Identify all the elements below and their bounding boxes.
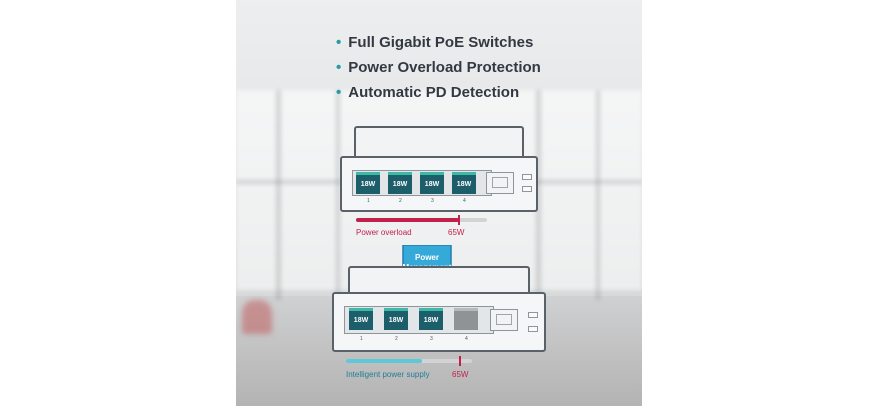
top-switch-lid [354, 126, 524, 158]
bottom-port-4-disabled [454, 308, 478, 330]
power-overload-fill [356, 218, 460, 222]
bottom-port-1: 18W [349, 308, 373, 330]
uplink-port [486, 172, 514, 194]
feature-item: • Full Gigabit PoE Switches [336, 30, 541, 55]
power-limit-value: 65W [448, 228, 465, 237]
background-person [242, 300, 272, 334]
port-number: 2 [395, 336, 398, 342]
feature-text: Power Overload Protection [348, 59, 541, 76]
port-number: 1 [360, 336, 363, 342]
bottom-switch-body: 18W 18W 18W 1 2 3 4 [332, 292, 546, 352]
top-port-2: 18W [388, 172, 412, 194]
port-number: 4 [465, 336, 468, 342]
port-power-label: 18W [392, 181, 408, 188]
bottom-port-3: 18W [419, 308, 443, 330]
top-switch-body: 18W 18W 18W 18W 1 2 3 4 [340, 156, 538, 212]
power-limit-value: 65W [452, 370, 469, 379]
bullet-icon: • [336, 84, 342, 101]
power-overload-bar [356, 215, 487, 225]
port-power-label: 18W [353, 317, 369, 324]
background-window-frame [336, 90, 340, 300]
bottom-port-2: 18W [384, 308, 408, 330]
background-window-frame [596, 90, 600, 300]
feature-text: Full Gigabit PoE Switches [348, 34, 534, 51]
status-led [522, 186, 532, 192]
port-power-label: 18W [456, 181, 472, 188]
port-number: 1 [367, 198, 370, 204]
top-port-1: 18W [356, 172, 380, 194]
power-supply-label: Intelligent power supply [346, 370, 430, 379]
status-led [522, 174, 532, 180]
background-window-frame [276, 90, 281, 300]
bullet-icon: • [336, 59, 342, 76]
power-supply-fill [346, 359, 422, 363]
port-power-label: 18W [388, 317, 404, 324]
power-limit-marker [459, 356, 462, 366]
port-number: 4 [463, 198, 466, 204]
feature-item: • Power Overload Protection [336, 55, 541, 80]
port-power-label: 18W [360, 181, 376, 188]
top-port-4: 18W [452, 172, 476, 194]
feature-item: • Automatic PD Detection [336, 80, 541, 105]
status-led [528, 326, 538, 332]
background-window-frame [536, 90, 541, 300]
status-led [528, 312, 538, 318]
port-number: 3 [431, 198, 434, 204]
feature-text: Automatic PD Detection [348, 84, 520, 101]
uplink-port [490, 309, 518, 331]
port-number: 2 [399, 198, 402, 204]
port-number: 3 [430, 336, 433, 342]
feature-list: • Full Gigabit PoE Switches • Power Overlo… [336, 30, 541, 105]
power-overload-label: Power overload [356, 228, 412, 237]
bottom-switch-lid [348, 266, 530, 294]
arrow-label-line: Power [414, 253, 439, 262]
top-port-3: 18W [420, 172, 444, 194]
port-power-label: 18W [424, 181, 440, 188]
power-supply-bar [346, 356, 472, 366]
port-power-label: 18W [423, 317, 439, 324]
product-image-panel: • Full Gigabit PoE Switches • Power Overlo… [236, 0, 642, 406]
bullet-icon: • [336, 34, 342, 51]
power-limit-marker [458, 215, 461, 225]
